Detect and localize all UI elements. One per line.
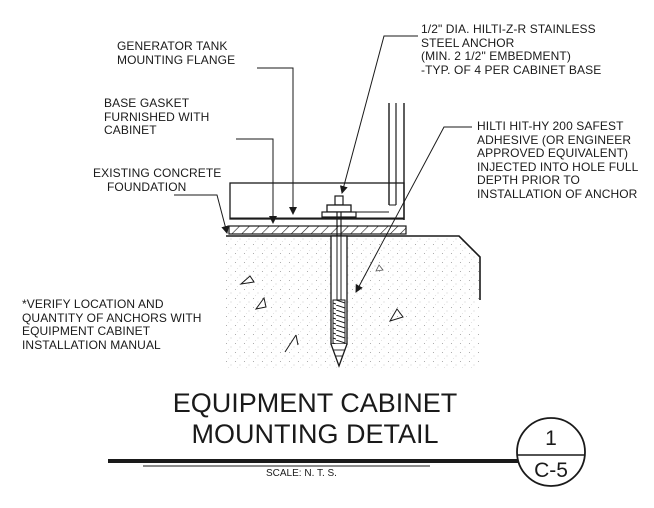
detail-number: 1 [545, 427, 557, 450]
verify-note-line: *VERIFY LOCATION AND [22, 297, 164, 311]
detail-title: EQUIPMENT CABINET MOUNTING DETAIL [135, 388, 495, 450]
flange-note-line: GENERATOR TANK [117, 39, 228, 53]
anchor-note-line: -TYP. OF 4 PER CABINET BASE [421, 62, 602, 77]
cabinet-wall [345, 103, 405, 220]
verify-note-line: INSTALLATION MANUAL [22, 337, 161, 352]
verify-note-line: EQUIPMENT CABINET [22, 324, 151, 338]
adhesive-note-line: ADHESIVE (OR ENGINEER [477, 132, 632, 147]
verify-note-line: QUANTITY OF ANCHORS WITH [22, 310, 202, 325]
adhesive-note-line: INJECTED INTO HOLE FULL [477, 159, 639, 174]
leader-lines [174, 35, 472, 293]
foundation-note: EXISTING CONCRETE FOUNDATION [93, 166, 222, 194]
anchor-note-line: (MIN. 2 1/2" EMBEDMENT) [421, 49, 571, 63]
anchor-note-line: 1/2" DIA. HILTI-Z-R STAINLESS [421, 22, 596, 36]
gasket-note: BASE GASKET FURNISHED WITH CABINET [104, 96, 210, 138]
anchor-note: 1/2" DIA. HILTI-Z-R STAINLESS STEEL ANCH… [421, 22, 602, 77]
base-gasket [228, 225, 407, 235]
foundation-note-line: FOUNDATION [107, 179, 187, 194]
scale-label: SCALE: N. T. S. [266, 468, 337, 479]
verify-note: *VERIFY LOCATION AND QUANTITY OF ANCHORS… [22, 297, 202, 352]
mounting-flange [229, 182, 405, 220]
concrete-foundation [226, 235, 481, 368]
adhesive-note-line: DEPTH PRIOR TO [477, 173, 580, 187]
flange-note: GENERATOR TANK MOUNTING FLANGE [117, 39, 236, 67]
gasket-note-line: CABINET [104, 123, 157, 137]
adhesive-note: HILTI HIT-HY 200 SAFEST ADHESIVE (OR ENG… [477, 119, 639, 201]
anchor-note-line: STEEL ANCHOR [421, 35, 515, 50]
detail-bubble [516, 417, 586, 487]
anchor-bolt [321, 195, 357, 368]
title-line-2: MOUNTING DETAIL [191, 419, 439, 449]
adhesive-note-line: APPROVED EQUIVALENT) [477, 146, 629, 160]
sheet-number: C-5 [534, 459, 568, 482]
gasket-note-line: BASE GASKET [104, 96, 190, 110]
title-line-1: EQUIPMENT CABINET [172, 388, 458, 418]
adhesive-note-line: INSTALLATION OF ANCHOR [477, 186, 638, 201]
flange-note-line: MOUNTING FLANGE [117, 52, 236, 67]
adhesive-note-line: HILTI HIT-HY 200 SAFEST [477, 119, 624, 133]
gasket-note-line: FURNISHED WITH [104, 109, 210, 124]
title-underline [108, 459, 530, 467]
foundation-note-line: EXISTING CONCRETE [93, 166, 222, 180]
